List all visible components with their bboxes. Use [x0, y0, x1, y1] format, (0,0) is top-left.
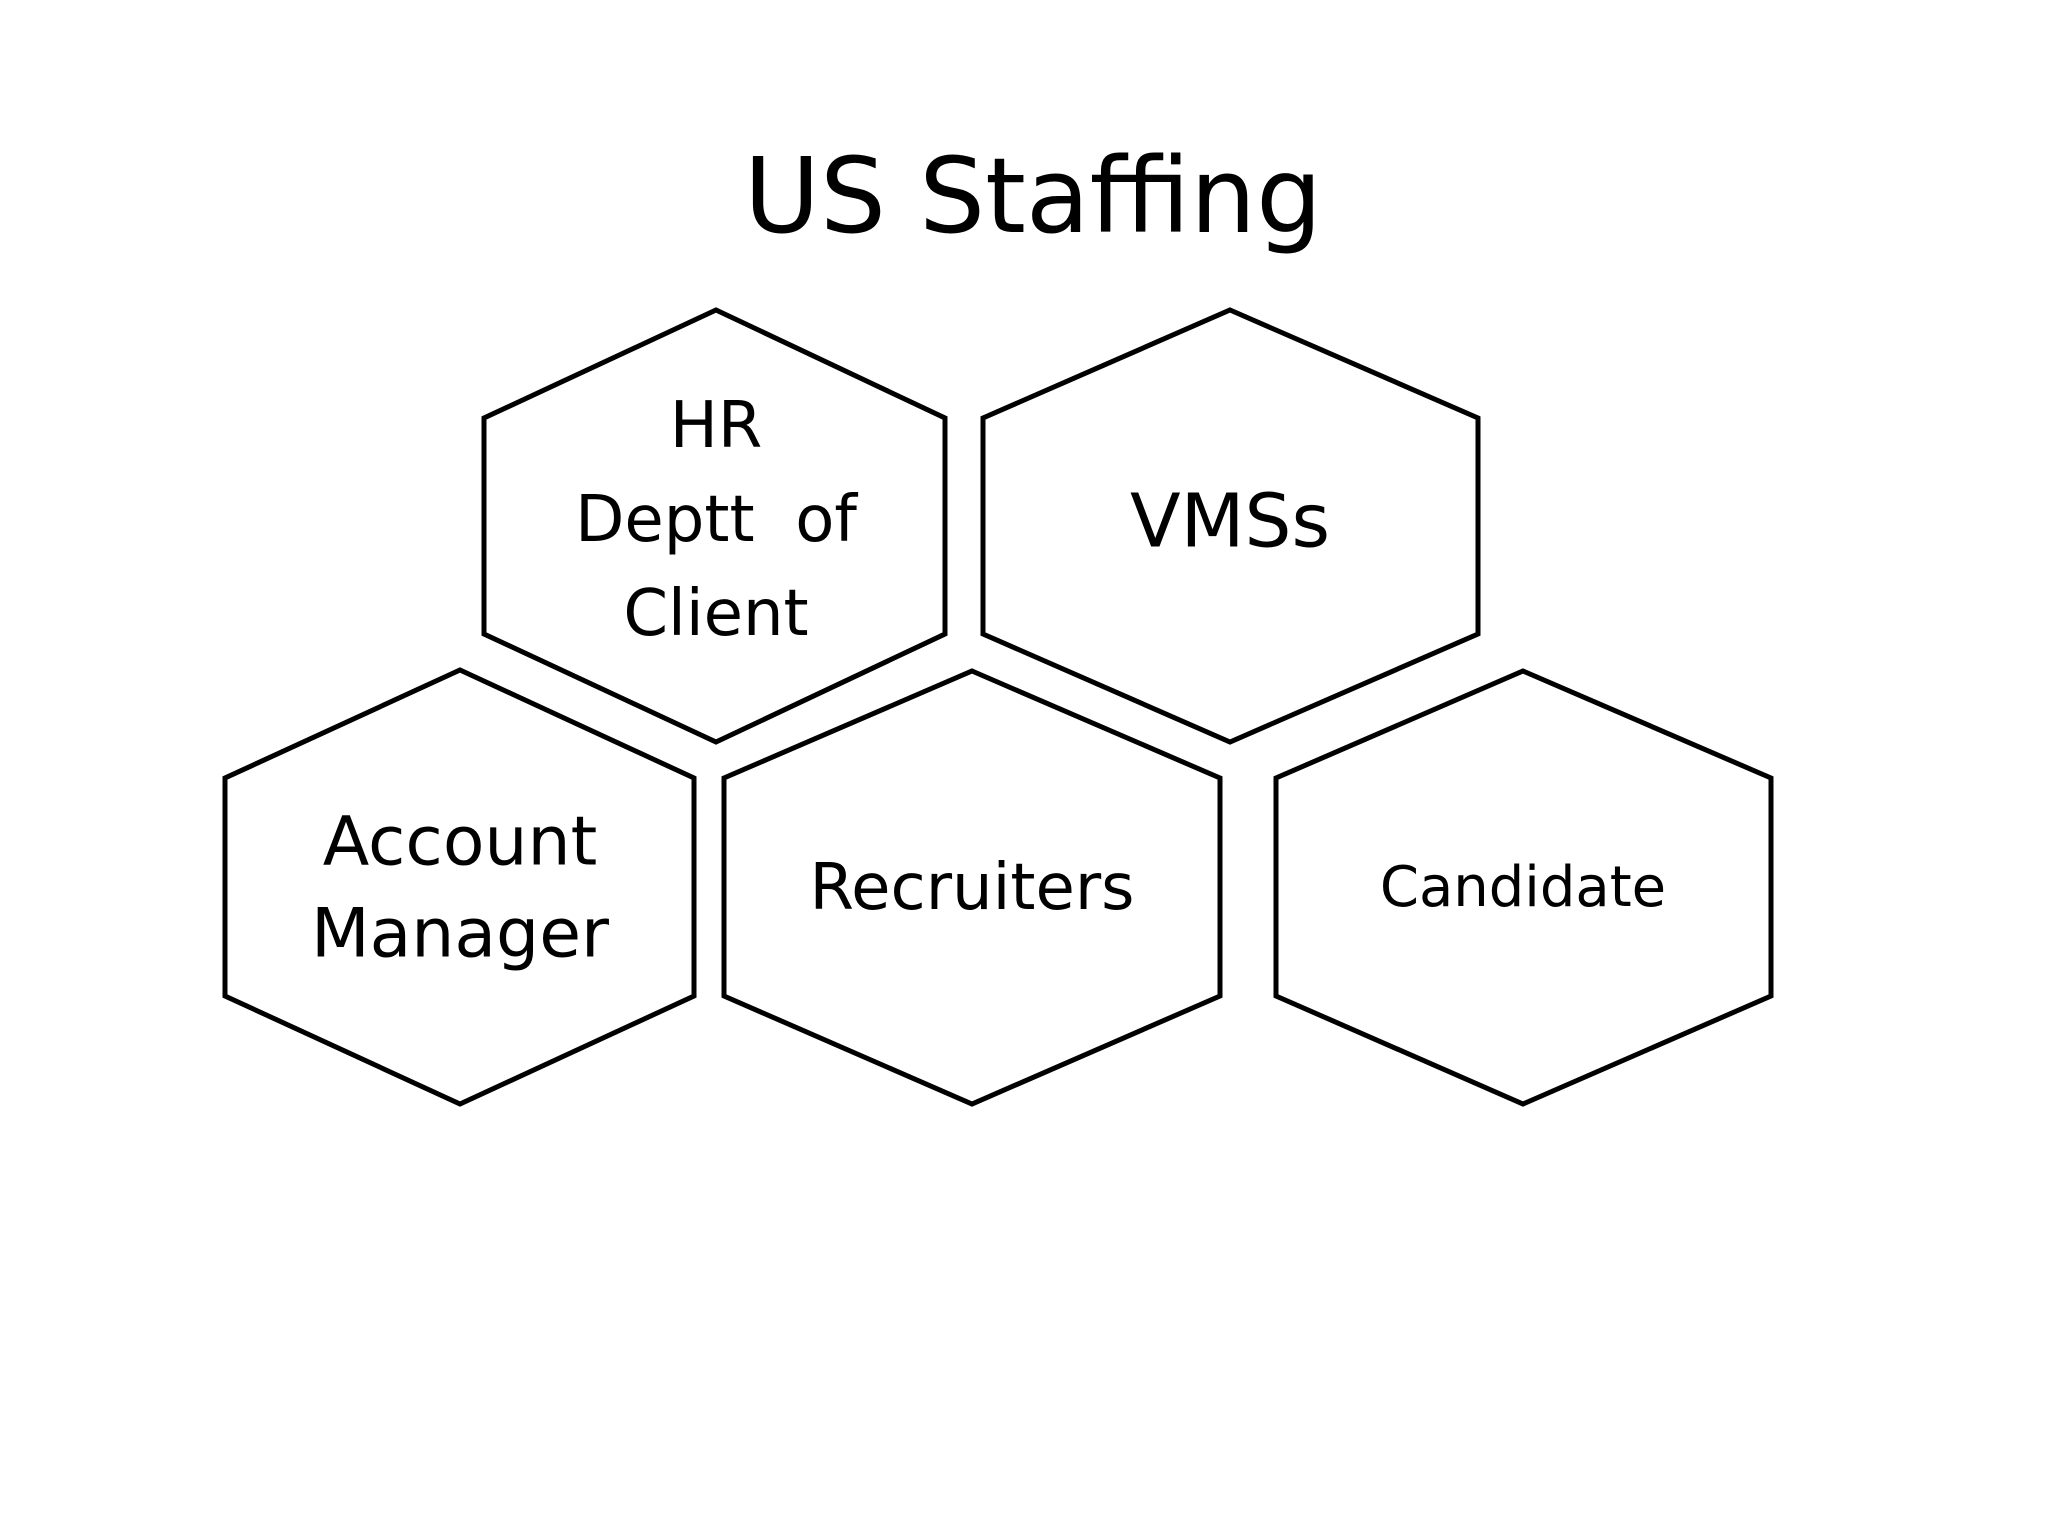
hexagon-candidate: Candidate	[1273, 668, 1774, 1107]
hexagon-label-candidate-0: Candidate	[1380, 855, 1666, 920]
hexagon-vms: VMSs	[980, 307, 1481, 745]
hexagon-recruiters: Recruiters	[721, 668, 1223, 1107]
hexagon-label-hr-1: Deptt of	[575, 483, 858, 557]
hexagon-label-account-manager-0: Account	[323, 802, 598, 881]
hexagon-shape-account-manager	[222, 667, 697, 1107]
hexagon-shape-vms	[980, 307, 1481, 745]
hexagon-label-recruiters-0: Recruiters	[810, 851, 1135, 925]
hexagon-label-account-manager-1: Manager	[311, 894, 609, 973]
hexagon-label-hr-0: HR	[670, 389, 763, 463]
hexagon-shape-recruiters	[721, 668, 1223, 1107]
hexagon-shape-hr	[481, 307, 948, 745]
hexagon-label-hr-2: Client	[623, 577, 808, 651]
hexagon-shape-candidate	[1273, 668, 1774, 1107]
hexagon-label-vms-0: VMSs	[1130, 479, 1330, 565]
hexagon-hr: HR Deptt of Client	[481, 307, 948, 745]
diagram-title: US Staffing	[744, 135, 1322, 257]
